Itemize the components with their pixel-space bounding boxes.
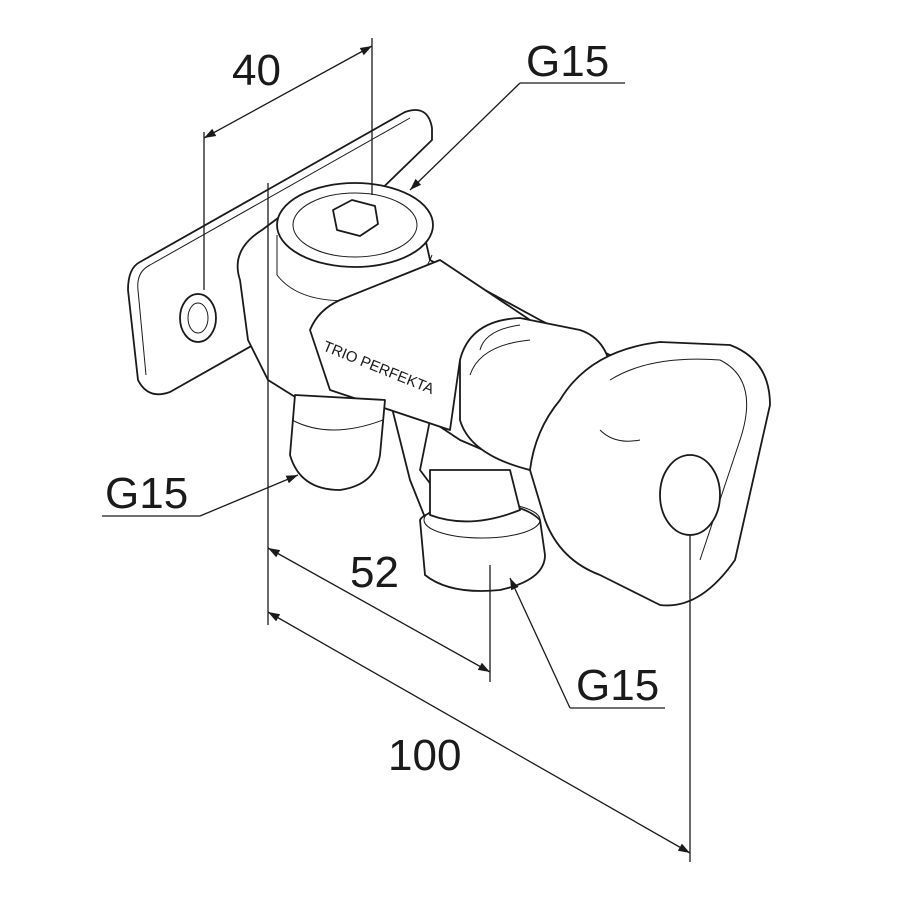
dimension-52-label: 52 [350,548,399,597]
mounting-hole [179,293,217,343]
dimension-100: 100 [267,535,691,862]
thread-callout-left: G15 [102,469,299,518]
handle-cap [659,454,721,536]
thread-label-top: G15 [526,37,609,86]
thread-label-bottom: G15 [576,661,659,710]
dimension-100-label: 100 [388,731,461,780]
left-port [289,394,386,491]
thread-callout-top: G15 [409,37,625,191]
thread-callout-bottom: G15 [509,577,665,710]
dimension-40: 40 [203,38,373,290]
hex-socket-icon [332,199,379,237]
handle [529,341,771,607]
dimension-40-label: 40 [232,46,281,95]
thread-label-left: G15 [105,469,188,518]
bottom-port [419,469,546,592]
